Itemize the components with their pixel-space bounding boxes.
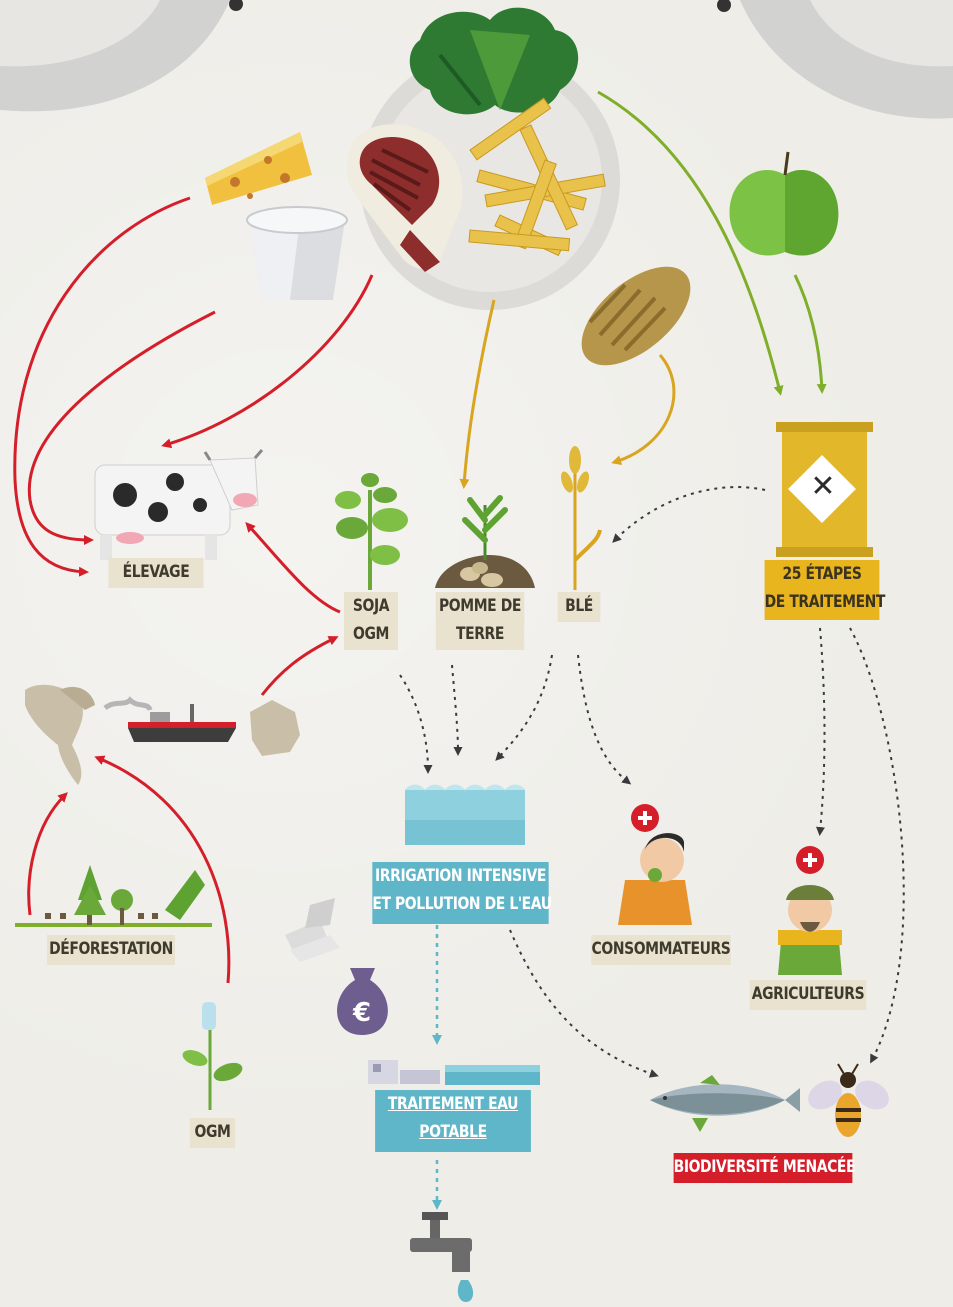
bread-icon <box>581 266 691 366</box>
water-wave-icon <box>404 784 526 845</box>
water-tap-icon <box>410 1212 474 1302</box>
label-eau-line2: POTABLE <box>419 1122 487 1142</box>
soja-plant-icon <box>335 473 408 590</box>
label-soja-line1: SOJA <box>352 596 390 616</box>
label-consommateurs: CONSOMMATEURS <box>591 935 731 965</box>
label-irrigation-line1: IRRIGATION INTENSIVE <box>375 866 546 886</box>
red-arrows <box>13 196 374 984</box>
bee-icon <box>808 1063 889 1137</box>
label-eau-line1: TRAITEMENT EAU <box>387 1094 519 1114</box>
wheat-icon <box>560 446 602 590</box>
pesticide-x-icon: ✕ <box>810 469 836 504</box>
green-arrows <box>597 90 827 396</box>
label-soja-line2: OGM <box>353 624 389 644</box>
corner-decoration-right <box>717 0 953 119</box>
label-irrigation: IRRIGATION INTENSIVE ET POLLUTION DE L'E… <box>372 862 552 924</box>
forest-icon <box>15 865 212 927</box>
euro-bag-icon: € <box>337 968 388 1035</box>
dotted-arrows <box>399 486 905 1078</box>
france-map-icon <box>250 700 300 756</box>
label-elevage: ÉLEVAGE <box>108 558 204 588</box>
label-pomme-line1: POMME DE <box>438 596 521 616</box>
label-soja-ogm: SOJA OGM <box>343 592 399 650</box>
meal-plate-icon <box>346 7 620 310</box>
cheese-icon <box>205 132 312 205</box>
yogurt-icon <box>246 206 348 300</box>
potato-plant-icon <box>435 495 535 588</box>
euro-symbol: € <box>352 998 371 1028</box>
label-biodiversite: BIODIVERSITÉ MENACÉE <box>673 1153 856 1183</box>
label-ble: BLÉ <box>557 592 601 622</box>
label-pomme-de-terre: POMME DE TERRE <box>435 592 525 650</box>
water-treatment-plant-icon <box>368 1060 540 1085</box>
world-map-icon <box>25 684 95 785</box>
label-irrigation-line2: ET POLLUTION DE L'EAU <box>372 894 552 914</box>
label-agriculteurs: AGRICULTEURS <box>749 980 867 1010</box>
paper-money-icon <box>285 898 340 962</box>
label-traitement-line1: 25 ÉTAPES <box>782 564 862 584</box>
label-traitement: 25 ÉTAPES DE TRAITEMENT <box>764 560 886 620</box>
farmer-person-icon <box>778 846 842 975</box>
cargo-ship-icon <box>103 696 236 742</box>
label-traitement-eau-potable: TRAITEMENT EAU POTABLE <box>375 1090 531 1152</box>
fish-icon <box>650 1075 800 1132</box>
label-ogm: OGM <box>189 1118 236 1148</box>
apple-icon <box>729 151 839 256</box>
gold-arrows <box>459 299 676 489</box>
label-traitement-line2: DE TRAITEMENT <box>764 592 886 612</box>
consumer-person-icon <box>618 804 692 925</box>
corner-decoration-left <box>0 0 243 112</box>
ogm-plant-icon <box>182 1002 243 1110</box>
cow-icon <box>94 449 264 560</box>
label-deforestation: DÉFORESTATION <box>47 935 175 965</box>
pesticide-barrel-icon <box>776 422 873 557</box>
label-pomme-line2: TERRE <box>456 624 504 644</box>
